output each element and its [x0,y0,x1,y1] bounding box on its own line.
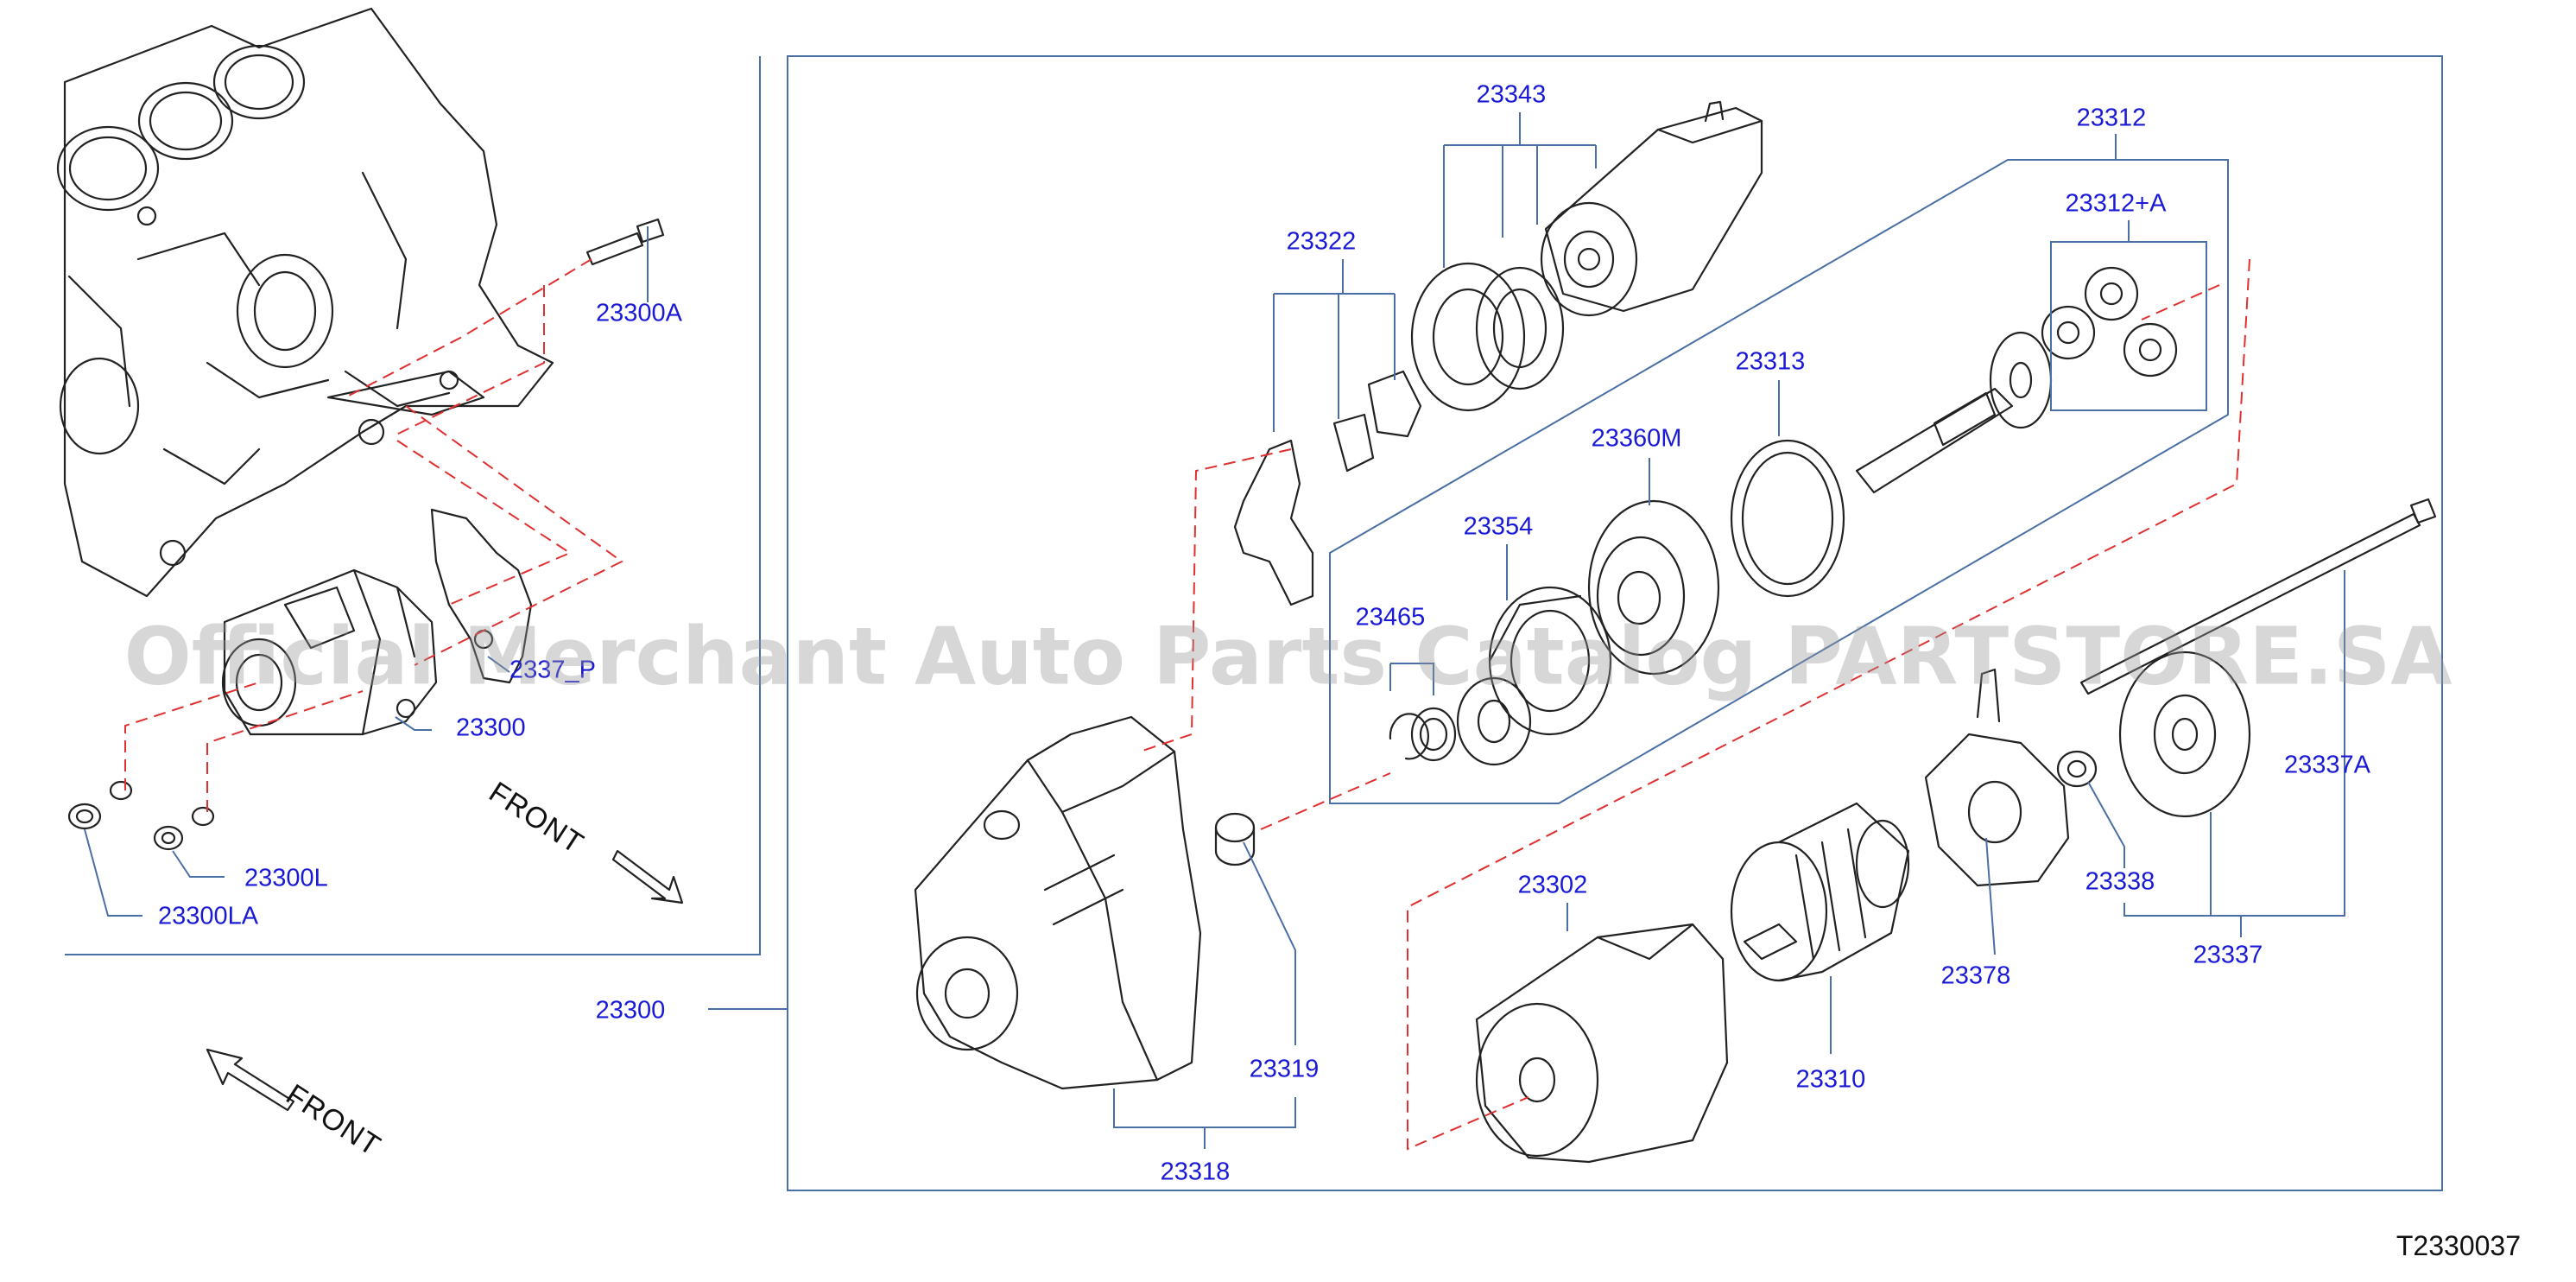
left-panel-frame [65,56,761,955]
gear-case-23318-drawing [914,715,1202,1090]
part-label-23337[interactable]: 23337 [2193,941,2263,969]
part-label-23302[interactable]: 23302 [1517,871,1588,899]
part-label-23322[interactable]: 23322 [1286,227,1357,256]
solenoid-23343-drawing [1540,100,1763,317]
armature-23310-drawing [1730,802,1910,982]
rear-cover-23337-drawing [2118,651,2251,818]
shift-lever-23322-drawing [1233,370,1422,606]
part-label-23300l[interactable]: 23300L [244,864,328,892]
part-label-2337p[interactable]: 2337_P [510,656,596,684]
part-label-23337a[interactable]: 23337A [2284,751,2370,779]
bolt-23300a-drawing [585,218,665,266]
part-label-23338[interactable]: 23338 [2085,867,2155,896]
exploded-view-frame [787,55,2443,1191]
part-label-23360m[interactable]: 23360M [1591,424,1682,453]
gear-housing-23360m-drawing [1587,499,1720,676]
diagram-code: T2330037 [2396,1230,2521,1261]
pinion-23465-drawing [1389,676,1532,766]
part-label-23378[interactable]: 23378 [1940,962,2011,990]
part-label-23318[interactable]: 23318 [1160,1158,1231,1186]
nut-23300la-drawing [67,803,102,830]
gasket-23343-drawing [1410,262,1565,412]
shaft-23312-drawing [1855,331,2053,494]
internal-gear-23313-drawing [1730,439,1845,598]
starter-small-drawing [221,568,438,736]
part-label-23465[interactable]: 23465 [1355,603,1426,631]
engine-block-drawing [56,7,554,598]
yoke-23302-drawing [1475,923,1729,1164]
part-label-23343[interactable]: 23343 [1476,80,1547,109]
washer-drawing [109,780,215,827]
part-label-23313[interactable]: 23313 [1735,347,1806,376]
front-arrow-right-icon [611,849,684,904]
part-label-23319[interactable]: 23319 [1249,1055,1320,1083]
brush-holder-23378-drawing [1924,668,2070,887]
bushing-23338-drawing [2056,750,2098,788]
assembly-label-23300[interactable]: 23300 [595,996,666,1025]
nut-23300l-drawing [153,825,184,851]
clutch-23354-drawing [1488,586,1612,736]
bushing-23319-drawing [1214,812,1256,866]
planet-gears-23312a-drawing [2041,266,2178,378]
part-label-23300a[interactable]: 23300A [596,299,682,327]
part-label-23312a[interactable]: 23312+A [2065,189,2167,218]
part-label-23300la[interactable]: 23300LA [158,902,259,930]
through-bolt-23337a-drawing [2079,498,2437,695]
part-label-23354[interactable]: 23354 [1463,512,1534,541]
part-label-23310[interactable]: 23310 [1795,1065,1866,1094]
part-label-23312[interactable]: 23312 [2076,104,2147,132]
front-arrow-left-icon [206,1048,295,1112]
part-label-23300[interactable]: 23300 [456,714,526,742]
